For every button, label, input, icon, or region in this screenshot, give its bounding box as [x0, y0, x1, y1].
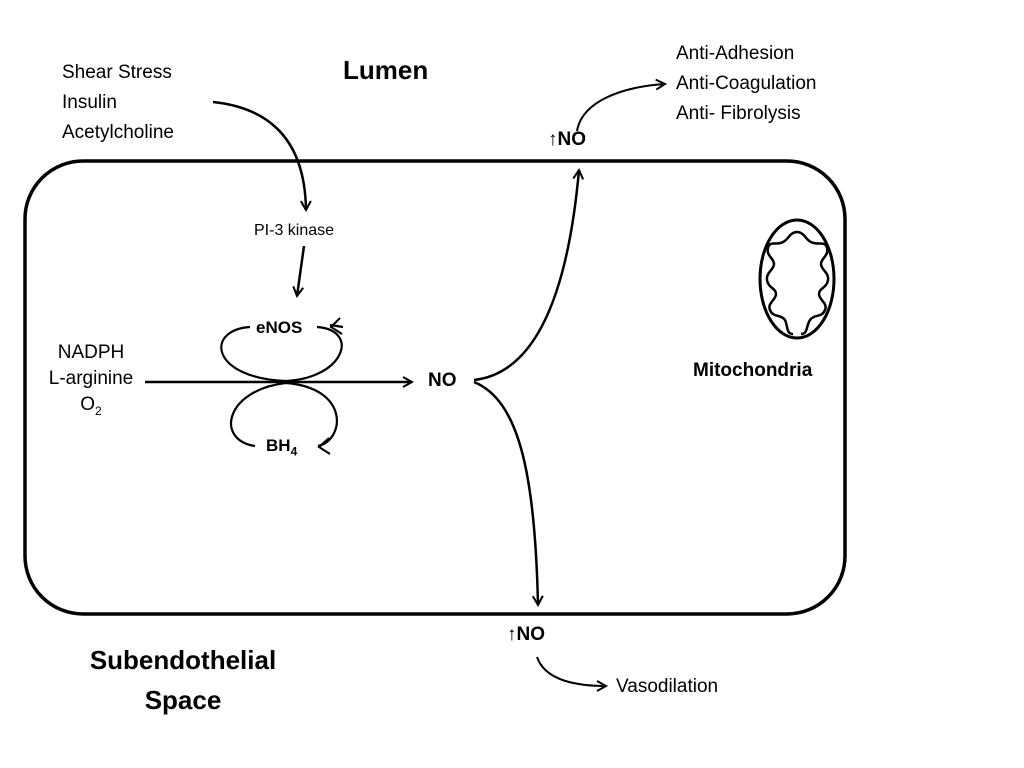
no-top-label: ↑NO: [548, 125, 586, 155]
no-top-text: NO: [557, 129, 587, 150]
up-arrow-icon: ↑: [548, 129, 558, 150]
subendothelial-label: Subendothelial Space: [66, 640, 300, 720]
effect-item: Anti-Adhesion: [676, 43, 795, 64]
o2-label: O2: [28, 392, 154, 424]
subendothelial-line1: Subendothelial: [89, 645, 277, 675]
lumen-label: Lumen: [343, 55, 429, 85]
stimulus-item: Shear Stress: [62, 62, 172, 83]
mitochondria-label: Mitochondria: [693, 360, 813, 381]
vasodilation-label: Vasodilation: [616, 676, 719, 697]
up-arrow-icon: ↑: [507, 624, 517, 645]
bh4-base: BH: [266, 436, 291, 455]
stimulus-item: Insulin: [62, 92, 117, 113]
no-up-arrow: [473, 170, 579, 382]
endothelial-cell: [23, 159, 847, 616]
enos-label: eNOS: [256, 318, 303, 337]
pi3k-arrow: [297, 245, 306, 296]
effect-item: Anti-Coagulation: [676, 73, 817, 94]
vasodilation-arrow: [536, 656, 606, 686]
pi3k-label: PI-3 kinase: [254, 222, 335, 239]
nadph-label: NADPH: [57, 342, 125, 363]
mitochondria-icon: [758, 218, 836, 340]
stimuli-arrow: [212, 100, 306, 210]
no-center-label: NO: [428, 370, 457, 391]
o2-base: O: [80, 394, 96, 415]
bh4-subscript: 4: [290, 444, 298, 459]
o2-subscript: 2: [95, 403, 102, 418]
substrates-list: NADPH L-arginine O2: [28, 340, 154, 424]
bh4-cycle-arrow: [229, 381, 338, 448]
enos-cycle-arrowhead: [329, 317, 343, 335]
stimuli-list: Shear Stress Insulin Acetylcholine: [62, 58, 174, 148]
bh4-cycle-arrowhead: [317, 437, 331, 455]
lumen-effects-list: Anti-Adhesion Anti-Coagulation Anti- Fib…: [676, 39, 816, 129]
subendothelial-line2: Space: [144, 685, 222, 715]
no-down-arrow: [473, 380, 538, 605]
no-bottom-text: NO: [516, 624, 546, 645]
bh4-label: BH4: [266, 436, 297, 458]
no-bottom-label: ↑NO: [507, 620, 545, 650]
effect-item: Anti- Fibrolysis: [676, 103, 801, 124]
stimulus-item: Acetylcholine: [62, 122, 174, 143]
lumen-effects-arrow: [576, 84, 665, 132]
larginine-label: L-arginine: [48, 368, 134, 389]
